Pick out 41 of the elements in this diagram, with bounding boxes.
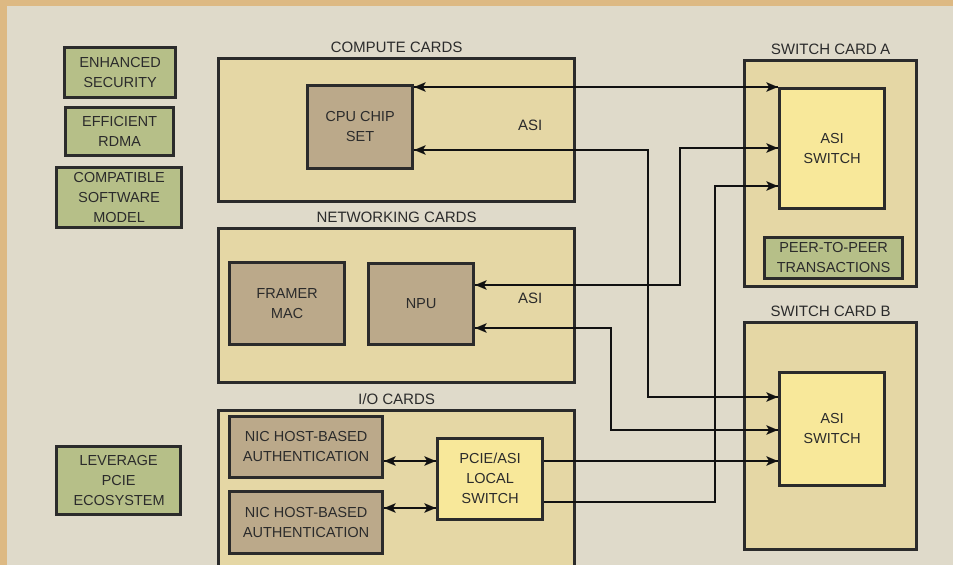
component-box — [367, 262, 475, 346]
box-label: NPU — [406, 295, 436, 314]
box-label: CPU CHIP SET — [324, 108, 396, 147]
feature-box — [63, 46, 177, 99]
connector-arrow — [414, 145, 778, 402]
connector-arrow — [475, 323, 778, 435]
connector-arrow — [384, 456, 436, 466]
feature-box — [55, 445, 182, 516]
switch-box — [778, 87, 886, 210]
box-label: ASI SWITCH — [802, 410, 862, 449]
box-label: PEER-TO-PEER TRANSACTIONS — [776, 239, 892, 278]
connector-arrow — [544, 456, 778, 466]
box-label: FRAMER MAC — [255, 284, 319, 324]
connector-arrow — [384, 503, 436, 513]
box-label: EFFICIENT RDMA — [81, 112, 158, 152]
box-label: ENHANCED SECURITY — [78, 54, 162, 92]
feature-box — [55, 166, 183, 229]
component-box — [228, 490, 384, 555]
feature-box — [763, 236, 904, 280]
feature-box — [64, 106, 175, 157]
card-heading: NETWORKING CARDS — [315, 209, 478, 227]
switch-box — [778, 371, 886, 487]
box-label: NIC HOST-BASED AUTHENTICATION — [242, 428, 370, 467]
box-label: PCIE/ASI LOCAL SWITCH — [458, 450, 522, 509]
box-label: COMPATIBLE SOFTWARE MODEL — [72, 168, 166, 228]
switch-box — [436, 437, 544, 521]
component-box — [306, 84, 414, 170]
box-label: ASI SWITCH — [802, 130, 862, 168]
card-heading: SWITCH CARD B — [770, 303, 892, 321]
card-heading: I/O CARDS — [357, 391, 436, 409]
component-box — [228, 415, 384, 479]
connector-arrow — [414, 82, 778, 92]
bus-label: ASI — [518, 117, 542, 134]
connector-arrow — [475, 143, 778, 290]
box-label: LEVERAGE PCIE ECOSYSTEM — [74, 452, 164, 510]
card-heading: SWITCH CARD A — [770, 41, 892, 59]
component-box — [228, 261, 346, 346]
connector-arrow — [544, 181, 778, 503]
bus-label: ASI — [518, 290, 542, 307]
box-label: NIC HOST-BASED AUTHENTICATION — [242, 504, 370, 542]
card-heading: COMPUTE CARDS — [330, 39, 464, 57]
